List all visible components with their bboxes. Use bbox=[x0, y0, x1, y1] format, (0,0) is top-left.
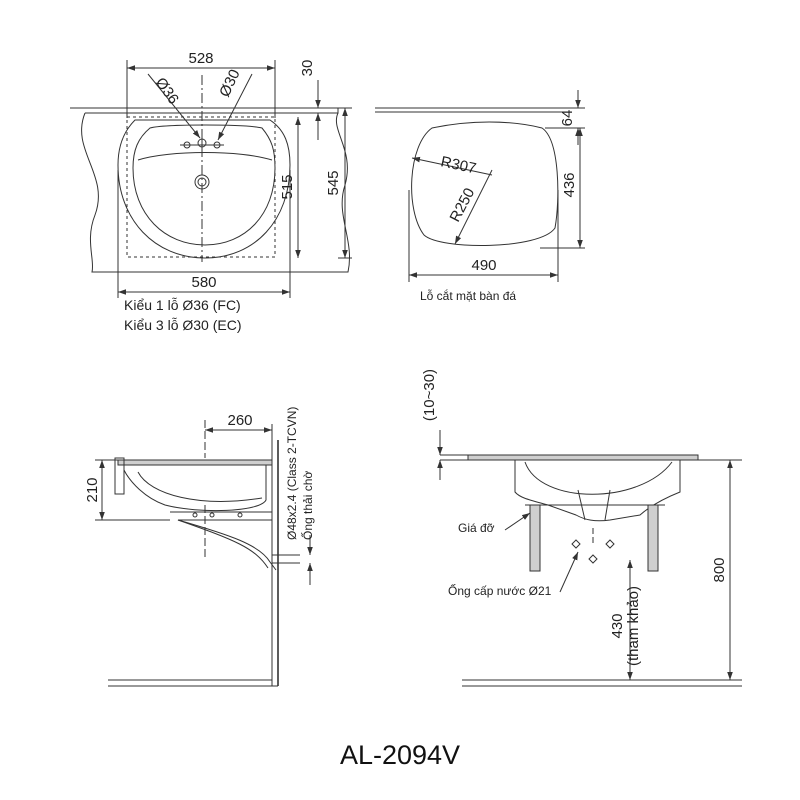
dim-545: 545 bbox=[325, 170, 342, 195]
dim-210: 210 bbox=[84, 477, 101, 502]
dim-260: 260 bbox=[227, 412, 252, 429]
supply-pipe-label: Ống cấp nước Ø21 bbox=[448, 583, 552, 598]
dim-hole-30: Ø30 bbox=[216, 67, 243, 100]
dim-490: 490 bbox=[471, 257, 496, 274]
cutout-view: R307 R250 64 436 490 Lỗ cắt mặt bàn đá bbox=[375, 90, 585, 303]
type-1-hole: Kiểu 1 lỗ Ø36 (FC) bbox=[124, 297, 241, 313]
dim-430: 430 bbox=[609, 613, 626, 638]
pipe-spec: Ø48x2.4 (Class 2-TCVN) bbox=[285, 407, 299, 540]
dim-436: 436 bbox=[561, 172, 578, 197]
dim-30: 30 bbox=[299, 60, 316, 77]
front-view: Giá đỡ Ống cấp nước Ø21 (10~30) 430 (tha… bbox=[421, 369, 742, 687]
pipe-label: Ống thải chờ bbox=[300, 471, 315, 540]
bracket-label: Giá đỡ bbox=[458, 521, 495, 535]
top-view: 528 Ø36 Ø30 30 515 545 580 Kiểu 1 lỗ Ø36… bbox=[70, 50, 352, 333]
dim-r250: R250 bbox=[447, 185, 479, 225]
dim-528: 528 bbox=[188, 50, 213, 67]
dim-580: 580 bbox=[191, 274, 216, 291]
dim-800: 800 bbox=[711, 557, 728, 582]
dim-hole-36: Ø36 bbox=[152, 75, 182, 108]
dim-gap: (10~30) bbox=[421, 369, 438, 421]
dim-64: 64 bbox=[559, 110, 576, 127]
cutout-caption: Lỗ cắt mặt bàn đá bbox=[420, 288, 516, 303]
dim-430-ref: (tham khảo) bbox=[625, 586, 642, 666]
dim-515: 515 bbox=[279, 174, 296, 199]
type-3-hole: Kiểu 3 lỗ Ø30 (EC) bbox=[124, 317, 242, 333]
side-view: 260 210 Ø48x2.4 (Class 2-TCVN) Ống thải … bbox=[84, 407, 315, 687]
model-number: AL-2094V bbox=[340, 740, 460, 770]
dim-r307: R307 bbox=[439, 153, 478, 177]
